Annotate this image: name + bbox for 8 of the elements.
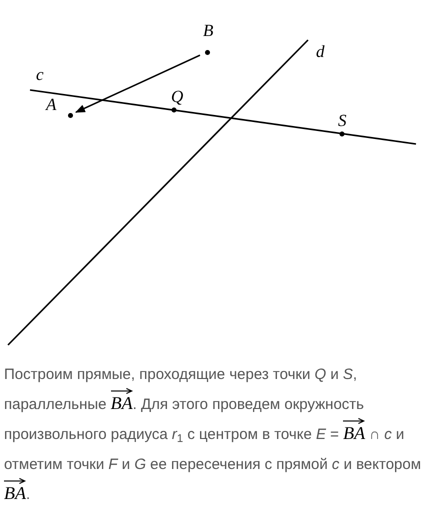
point-label: B [203, 22, 214, 39]
line-label: c [36, 66, 44, 83]
paragraph: Построим прямые, проходящие через точки Q и S, параллельные BA. Для этого проведем окружность произвольного радиуса r$_{1}$ с центром в точке E = BA ∩ c и отметим точки F и G ее пересечения с прямой c и вектором BA. [4, 365, 422, 505]
line-label: d [316, 43, 324, 60]
line-label: S [338, 112, 346, 129]
vector-arrow [75, 54, 200, 113]
point-label: A [46, 96, 56, 113]
line-label: Q [171, 88, 184, 105]
